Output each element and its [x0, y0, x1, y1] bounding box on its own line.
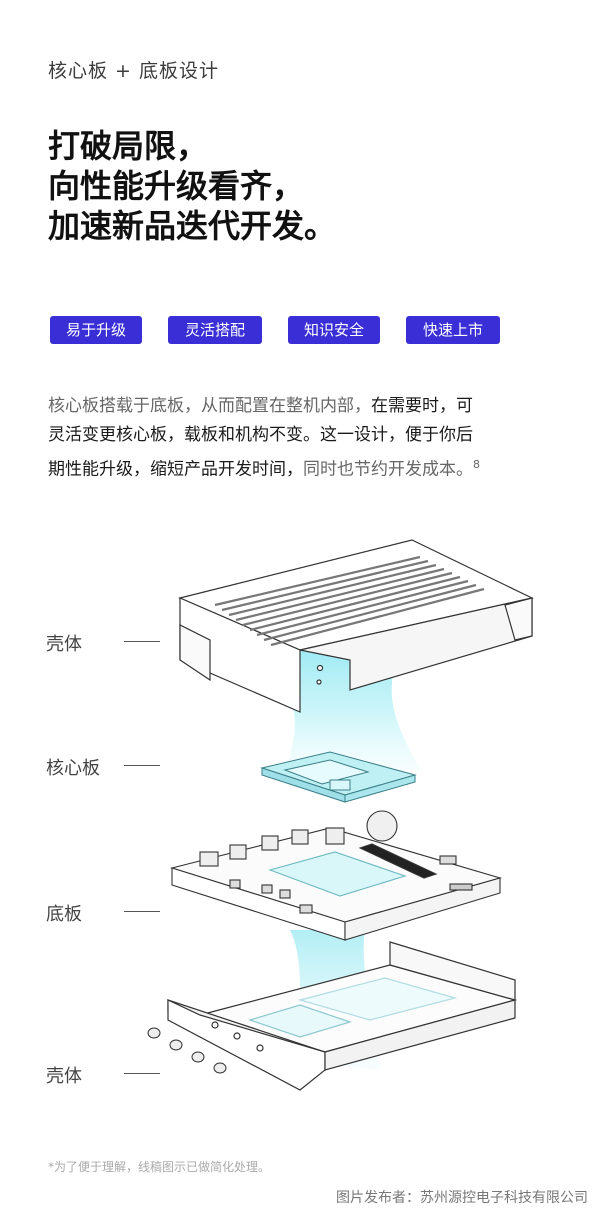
tag-security: 知识安全	[288, 316, 380, 344]
tag-upgrade: 易于升级	[50, 316, 142, 344]
headline: 打破局限， 向性能升级看齐， 加速新品迭代开发。	[48, 126, 336, 246]
feature-tags: 易于升级 灵活搭配 知识安全 快速上市	[50, 316, 550, 344]
label-top-shell: 壳体	[46, 634, 82, 655]
headline-line-1: 打破局限，	[48, 127, 209, 165]
leader-base-board	[124, 911, 160, 912]
exploded-view-illustration	[147, 539, 534, 1091]
headline-line-3: 加速新品迭代开发。	[48, 207, 337, 245]
bottom-shell-drawing	[167, 941, 518, 1091]
leader-top-shell	[124, 641, 160, 642]
headline-line-2: 向性能升级看齐，	[48, 167, 305, 205]
tag-market: 快速上市	[406, 316, 500, 344]
footnote-ref: 8	[473, 458, 480, 471]
section-label: 核心板 + 底板设计	[48, 60, 219, 82]
base-board-drawing	[169, 810, 502, 941]
desc-line2: 灵活变更核心板，载板和机构不变。这一设计，便于你后	[48, 425, 473, 445]
tag-flexible: 灵活搭配	[168, 316, 262, 344]
desc-line1-b: 在需要时，可	[371, 396, 473, 416]
front-connectors	[147, 1027, 227, 1074]
footnote: *为了便于理解，线稿图示已做简化处理。	[48, 1160, 271, 1174]
core-board-drawing	[260, 751, 417, 803]
top-shell-drawing	[178, 539, 534, 713]
desc-line3-a: 期性能升级，缩短产品开发时间，	[48, 459, 303, 480]
desc-line3-b: 同时也节约开发成本。	[303, 459, 473, 480]
label-base-board: 底板	[46, 904, 82, 925]
leader-bottom-shell	[124, 1073, 160, 1074]
label-bottom-shell: 壳体	[46, 1066, 82, 1087]
label-core-board: 核心板	[46, 758, 100, 779]
desc-line1-a: 核心板搭载于底板，从而配置在整机内部，	[48, 396, 371, 416]
publisher-credit: 图片发布者：苏州源控电子科技有限公司	[336, 1190, 588, 1206]
leader-core-board	[124, 765, 160, 766]
description: 核心板搭载于底板，从而配置在整机内部，在需要时，可 灵活变更核心板，载板和机构不…	[48, 392, 553, 485]
